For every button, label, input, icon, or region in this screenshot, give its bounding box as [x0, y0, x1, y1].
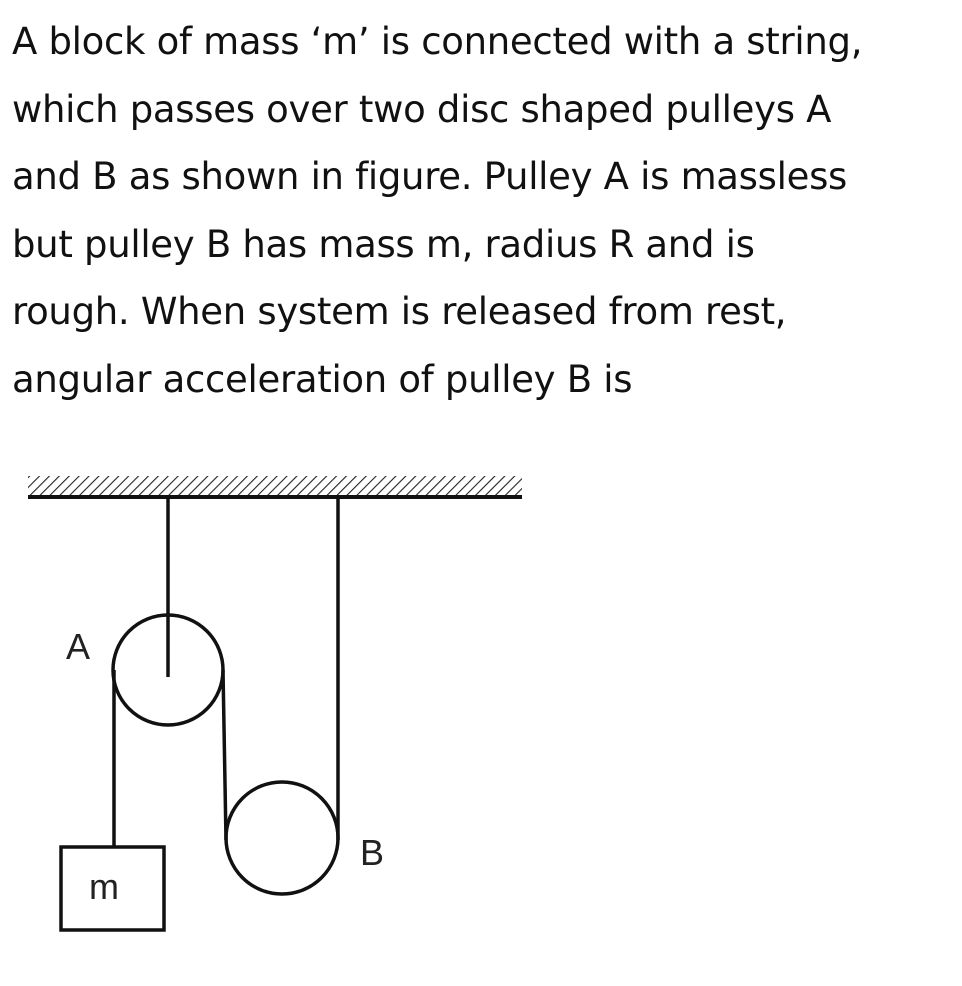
question-line: angular acceleration of pulley B is [12, 357, 633, 401]
question-line: A block of mass ‘m’ is connected with a … [12, 20, 863, 63]
block-label: m [89, 866, 119, 907]
string-middle [221, 669, 228, 841]
question-line: and B as shown in figure. Pulley A is ma… [12, 155, 848, 198]
ceiling [28, 476, 522, 499]
pulley-b-label: B [360, 832, 385, 873]
block [59, 845, 166, 932]
question-text: A block of mass ‘m’ is connected with a … [12, 8, 957, 413]
question-line: which passes over two disc shaped pulley… [12, 87, 832, 131]
pulley-diagram: A B m [0, 460, 560, 960]
pulley-diagram-svg [28, 476, 522, 932]
question-line: but pulley B has mass m, radius R and is [12, 222, 755, 266]
pulley-b [224, 780, 340, 896]
pulley-a-label: A [66, 626, 91, 667]
question-line: rough. When system is released from rest… [12, 290, 787, 333]
